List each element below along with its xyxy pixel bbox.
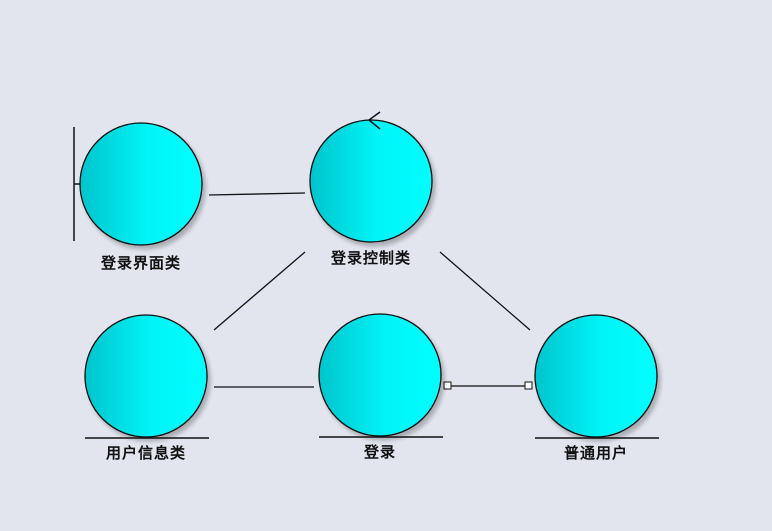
node-login-ui[interactable]: 登录界面类 xyxy=(73,122,203,272)
edge-login-control-to-ordinary-user[interactable] xyxy=(439,251,531,331)
edge-end-square-left xyxy=(443,381,452,390)
node-label-user-info: 用户信息类 xyxy=(106,444,186,462)
node-user-info[interactable]: 用户信息类 xyxy=(84,314,209,462)
node-label-login-ui: 登录界面类 xyxy=(100,254,181,272)
entity-circle xyxy=(84,314,208,438)
node-login-control[interactable]: 登录控制类 xyxy=(309,111,433,267)
edge-login-ui-to-login-control[interactable] xyxy=(208,192,306,196)
edges xyxy=(208,192,533,390)
node-label-login: 登录 xyxy=(363,443,396,461)
node-label-login-control: 登录控制类 xyxy=(330,249,411,267)
entity-circle xyxy=(534,314,658,438)
control-circle xyxy=(309,119,433,243)
edge-end-square-right xyxy=(524,381,533,390)
entity-circle xyxy=(318,313,442,437)
control-arrow-icon xyxy=(367,111,381,130)
edge-login-control-to-user-info[interactable] xyxy=(213,251,306,331)
boundary-circle xyxy=(79,122,203,246)
node-login[interactable]: 登录 xyxy=(318,313,443,461)
node-ordinary-user[interactable]: 普通用户 xyxy=(534,314,659,462)
node-label-ordinary-user: 普通用户 xyxy=(564,444,628,462)
